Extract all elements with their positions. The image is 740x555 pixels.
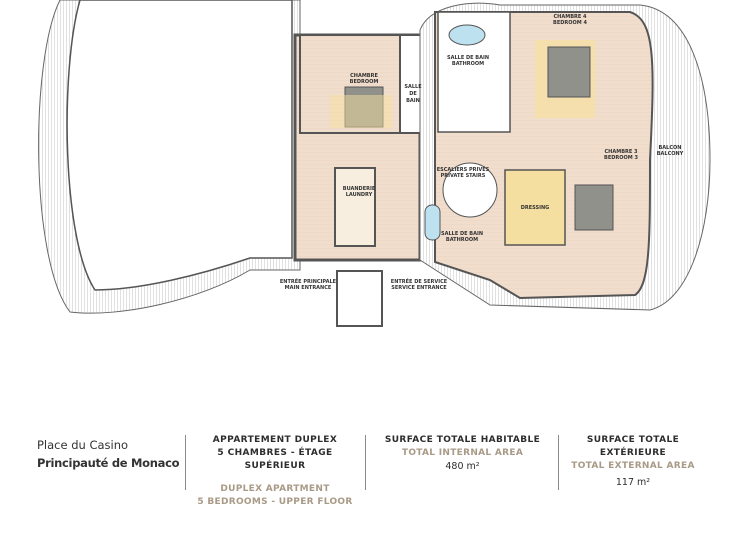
floor-plan: CHAMBRE BEDROOM SALLE DE BAIN SALLE DE B… — [38, 0, 711, 327]
entrance-label: SERVICE ENTRANCE — [391, 285, 447, 291]
left-wing — [38, 0, 301, 314]
room-label: SALLE DE BAIN — [447, 55, 489, 61]
room-label: BEDROOM 3 — [604, 155, 638, 161]
apartment-en-1: DUPLEX APARTMENT — [220, 484, 330, 494]
apartment-info: APPARTEMENT DUPLEX 5 CHAMBRES - ÉTAGE SU… — [190, 434, 360, 509]
room-label: BUANDERIE — [343, 186, 376, 192]
room-label: BEDROOM — [350, 79, 379, 85]
room-label: ESCALIERS PRIVÉS — [437, 165, 490, 173]
room-label: PRIVATE STAIRS — [441, 173, 486, 179]
room-label: CHAMBRE 4 — [554, 14, 588, 20]
internal-area: SURFACE TOTALE HABITABLE TOTAL INTERNAL … — [370, 434, 555, 473]
room-label: BALCON — [659, 145, 682, 151]
room-label: BATHROOM — [452, 61, 484, 67]
room-label: BATHROOM — [446, 237, 478, 243]
room-label: BEDROOM 4 — [553, 20, 587, 26]
apartment-fr-1: APPARTEMENT DUPLEX — [212, 435, 338, 445]
entrance-label: ENTRÉE DE SERVICE — [391, 277, 448, 285]
right-wing — [419, 2, 711, 311]
internal-area-en: TOTAL INTERNAL AREA — [401, 448, 524, 458]
location: Place du Casino Principauté de Monaco — [37, 436, 180, 472]
external-area-fr-1: SURFACE TOTALE — [586, 435, 680, 445]
room-label: DE — [409, 91, 417, 97]
external-area-en: TOTAL EXTERNAL AREA — [571, 461, 695, 471]
room-label: SALLE — [404, 84, 422, 90]
external-area: SURFACE TOTALE EXTÉRIEURE TOTAL EXTERNAL… — [563, 434, 703, 489]
external-area-value: 117 m² — [615, 477, 651, 488]
divider — [365, 435, 366, 490]
room-label: BALCONY — [657, 151, 684, 157]
room-label: CHAMBRE — [350, 73, 378, 79]
external-area-fr-2: EXTÉRIEURE — [599, 448, 667, 458]
divider — [185, 435, 186, 490]
room-label: SALLE DE BAIN — [441, 231, 483, 237]
plan-footer: Place du Casino Principauté de Monaco AP… — [0, 432, 740, 542]
internal-area-value: 480 m² — [445, 461, 480, 472]
central-block — [293, 33, 436, 327]
apartment-en-2: 5 BEDROOMS - UPPER FLOOR — [197, 497, 353, 507]
location-line1: Place du Casino — [37, 438, 129, 452]
room-label: CHAMBRE 3 — [605, 149, 639, 155]
divider — [558, 435, 559, 490]
apartment-fr-2: 5 CHAMBRES - ÉTAGE SUPÉRIEUR — [217, 448, 333, 471]
room-labels: CHAMBRE BEDROOM SALLE DE BAIN SALLE DE B… — [280, 14, 684, 291]
entrance-label: ENTRÉE PRINCIPALE — [280, 277, 337, 285]
location-line2: Principauté de Monaco — [37, 456, 180, 470]
internal-area-fr: SURFACE TOTALE HABITABLE — [384, 435, 541, 445]
room-label: LAUNDRY — [346, 192, 373, 198]
room-label: BAIN — [406, 98, 420, 104]
entrance-label: MAIN ENTRANCE — [285, 285, 332, 291]
room-label: DRESSING — [521, 205, 550, 211]
